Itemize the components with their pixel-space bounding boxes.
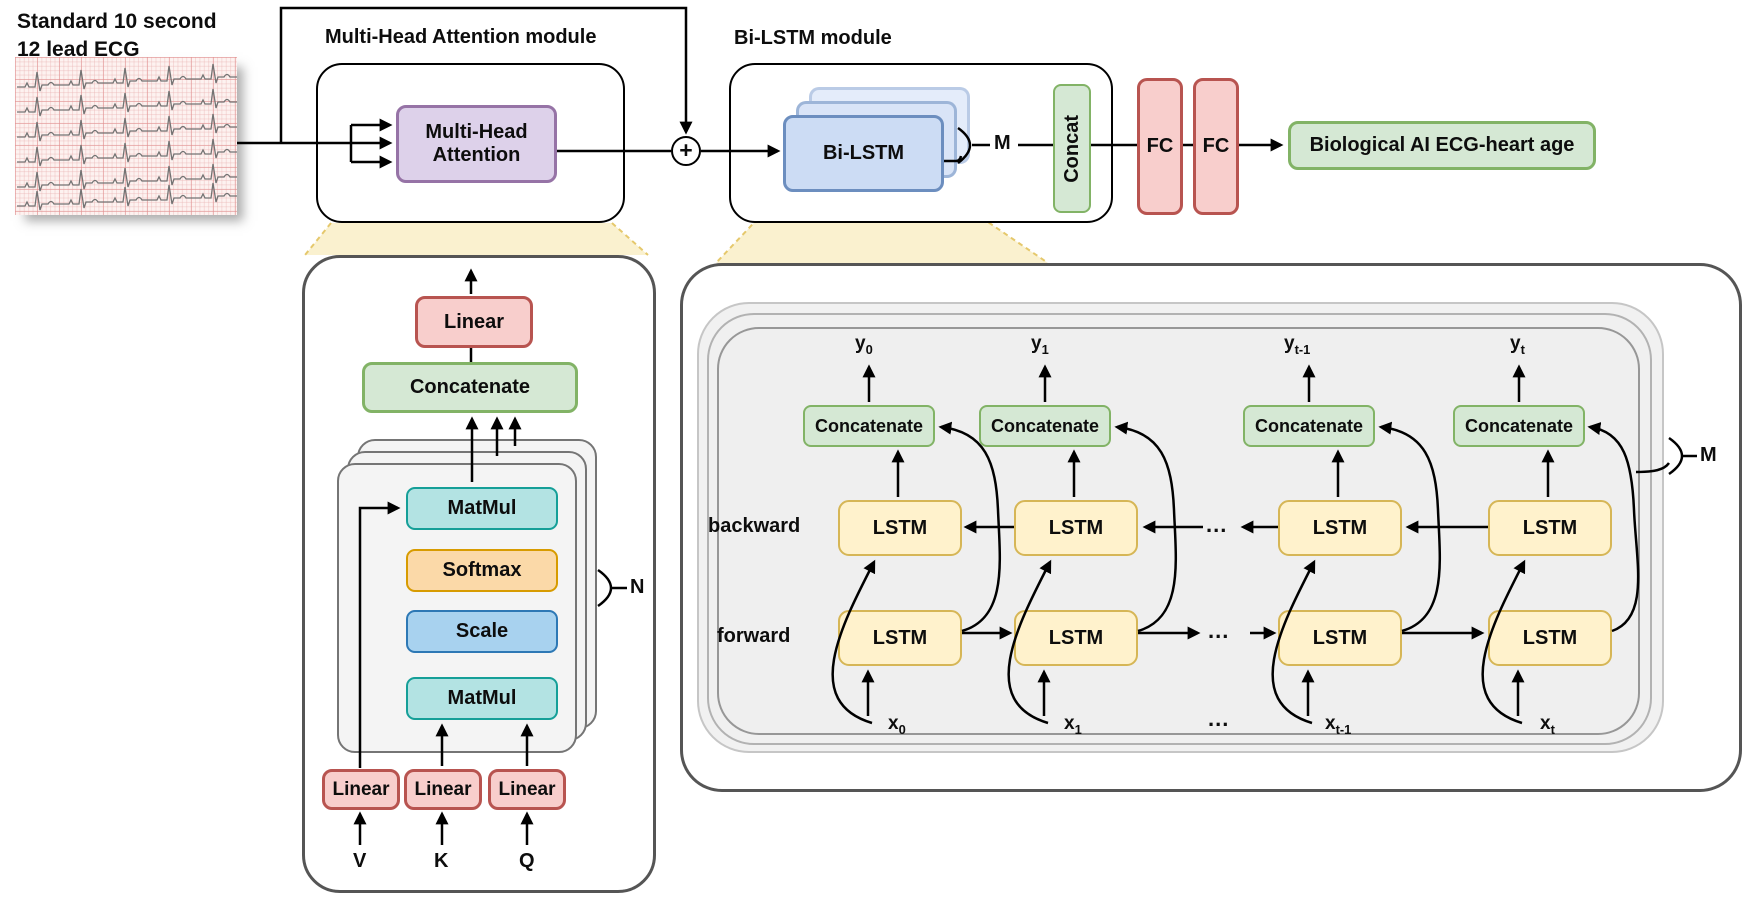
forward-ellipsis: ... [1208,618,1230,643]
xt-1-label: xt-1 [1325,713,1352,737]
lstm-backward-t: LSTM [1488,500,1612,556]
concatenate-block-t-1: Concatenate [1243,405,1375,447]
input-v-label: V [353,850,367,872]
softmax-block: Softmax [406,549,558,592]
forward-row-label: forward [717,625,791,647]
fc-block-1: FC [1137,78,1183,215]
mha-module-title: Multi-Head Attention module [325,26,597,48]
matmul-top-block: MatMul [406,487,558,530]
lstm-forward-t1: LSTM [1014,610,1138,666]
input-k-label: K [434,850,449,872]
x1-label: x1 [1064,713,1082,737]
lstm-forward-t-1: LSTM [1278,610,1402,666]
concat-block: Concat [1053,84,1091,213]
ecg-traces [17,63,237,211]
x-row-ellipsis: ... [1208,706,1230,731]
mha-concatenate-block: Concatenate [362,362,578,413]
linear-k-block: Linear [404,769,482,810]
input-q-label: Q [519,850,535,872]
lstm-backward-t-1: LSTM [1278,500,1402,556]
m-count-label-right: M [1700,444,1717,466]
lstm-backward-t0: LSTM [838,500,962,556]
x0-label: x0 [888,713,906,737]
lstm-forward-t: LSTM [1488,610,1612,666]
bilstm-block: Bi-LSTM [783,115,944,192]
output-box: Biological AI ECG-heart age [1288,121,1596,170]
concatenate-block-t1: Concatenate [979,405,1111,447]
y0-label: y0 [855,333,873,357]
bilstm-module-title: Bi-LSTM module [734,27,892,49]
lstm-backward-t1: LSTM [1014,500,1138,556]
mha-block-line2: Attention [432,144,521,166]
lstm-forward-t0: LSTM [838,610,962,666]
linear-v-block: Linear [322,769,400,810]
scale-block: Scale [406,610,558,653]
n-heads-label: N [630,576,645,598]
matmul-bottom-block: MatMul [406,677,558,720]
multi-head-attention-block: Multi-Head Attention [396,105,557,183]
add-node: + [671,136,701,166]
zoom-trapezoid-left [305,223,648,255]
mha-linear-out-block: Linear [415,296,533,348]
concat-label: Concat [1060,114,1083,183]
ecg-caption: Standard 10 second 12 lead ECG [17,8,217,64]
yt-label: yt [1510,333,1525,357]
xt-label: xt [1540,713,1555,737]
m-count-label-top: M [994,132,1011,154]
ecg-caption-line1: Standard 10 second [17,10,217,33]
concatenate-block-t0: Concatenate [803,405,935,447]
yt-1-label: yt-1 [1284,333,1311,357]
ecg-image [15,57,237,215]
linear-q-block: Linear [488,769,566,810]
y1-label: y1 [1031,333,1049,357]
concatenate-block-t: Concatenate [1453,405,1585,447]
backward-ellipsis: ... [1206,512,1228,537]
mha-block-line1: Multi-Head [425,121,528,143]
backward-row-label: backward [708,515,801,537]
ecg-caption-line2: 12 lead ECG [17,38,140,61]
fc-block-2: FC [1193,78,1239,215]
